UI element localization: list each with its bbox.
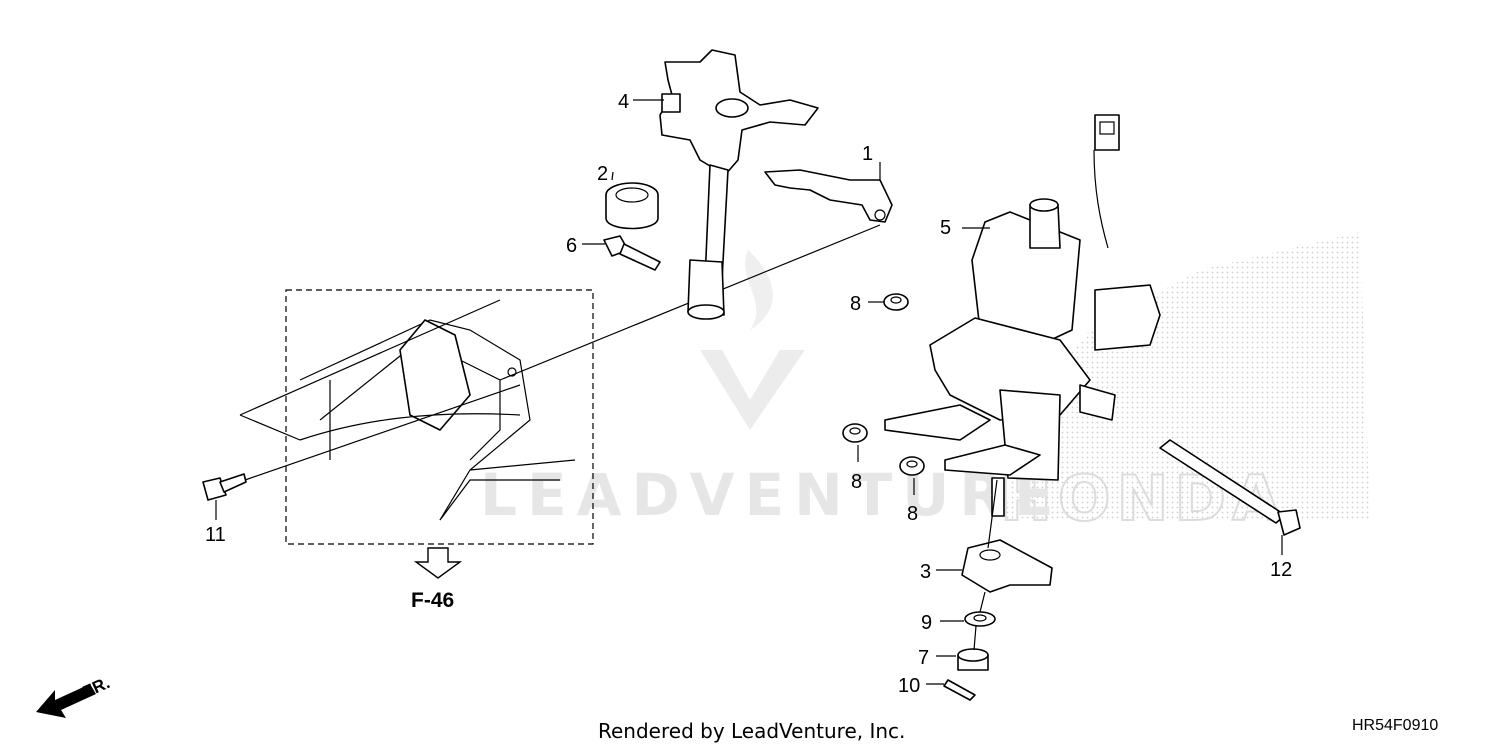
bolt-11-part xyxy=(202,473,247,501)
callout-8a: 8 xyxy=(850,293,861,315)
callout-7: 7 xyxy=(918,647,929,669)
flange-nut-8a xyxy=(883,293,909,311)
steering-arm-part xyxy=(961,539,1053,593)
leader-lines xyxy=(215,99,1283,685)
clamp-bracket-part xyxy=(764,169,893,223)
reference-arrow-icon xyxy=(413,547,463,579)
dust-seal-part xyxy=(605,182,659,230)
diagram-code: HR54F0910 xyxy=(1352,717,1438,734)
flange-nut-8b xyxy=(842,423,868,443)
watermark-text: LEADVENTURE xyxy=(480,461,1064,529)
cotter-pin-part xyxy=(943,679,976,701)
flange-nut-8c xyxy=(899,456,925,476)
front-arrow-icon xyxy=(36,684,96,718)
callout-9: 9 xyxy=(921,612,932,634)
long-bolt-part xyxy=(1159,439,1301,536)
callout-10: 10 xyxy=(898,675,920,697)
footer-credit: Rendered by LeadVenture, Inc. xyxy=(598,719,905,743)
callout-4: 4 xyxy=(618,91,629,113)
callout-8c: 8 xyxy=(907,503,918,525)
eps-unit-part xyxy=(884,114,1161,517)
callout-3: 3 xyxy=(920,561,931,583)
bolt-6-part xyxy=(603,235,661,271)
steering-shaft-part xyxy=(659,49,819,320)
castle-nut-part xyxy=(957,648,989,671)
honda-wing-watermark xyxy=(1005,232,1370,520)
callout-11: 11 xyxy=(205,524,226,546)
callout-6: 6 xyxy=(566,235,577,257)
callout-5: 5 xyxy=(940,217,951,239)
callout-1: 1 xyxy=(862,143,873,165)
callout-12: 12 xyxy=(1270,559,1292,581)
washer-part xyxy=(964,611,996,627)
front-direction-label: FR. xyxy=(80,673,113,701)
callout-8b: 8 xyxy=(851,471,862,493)
reference-section-label[interactable]: F-46 xyxy=(411,589,454,612)
leadventure-logo-watermark xyxy=(700,250,805,430)
frame-detail-box xyxy=(239,289,594,545)
callout-2: 2 xyxy=(597,163,608,185)
